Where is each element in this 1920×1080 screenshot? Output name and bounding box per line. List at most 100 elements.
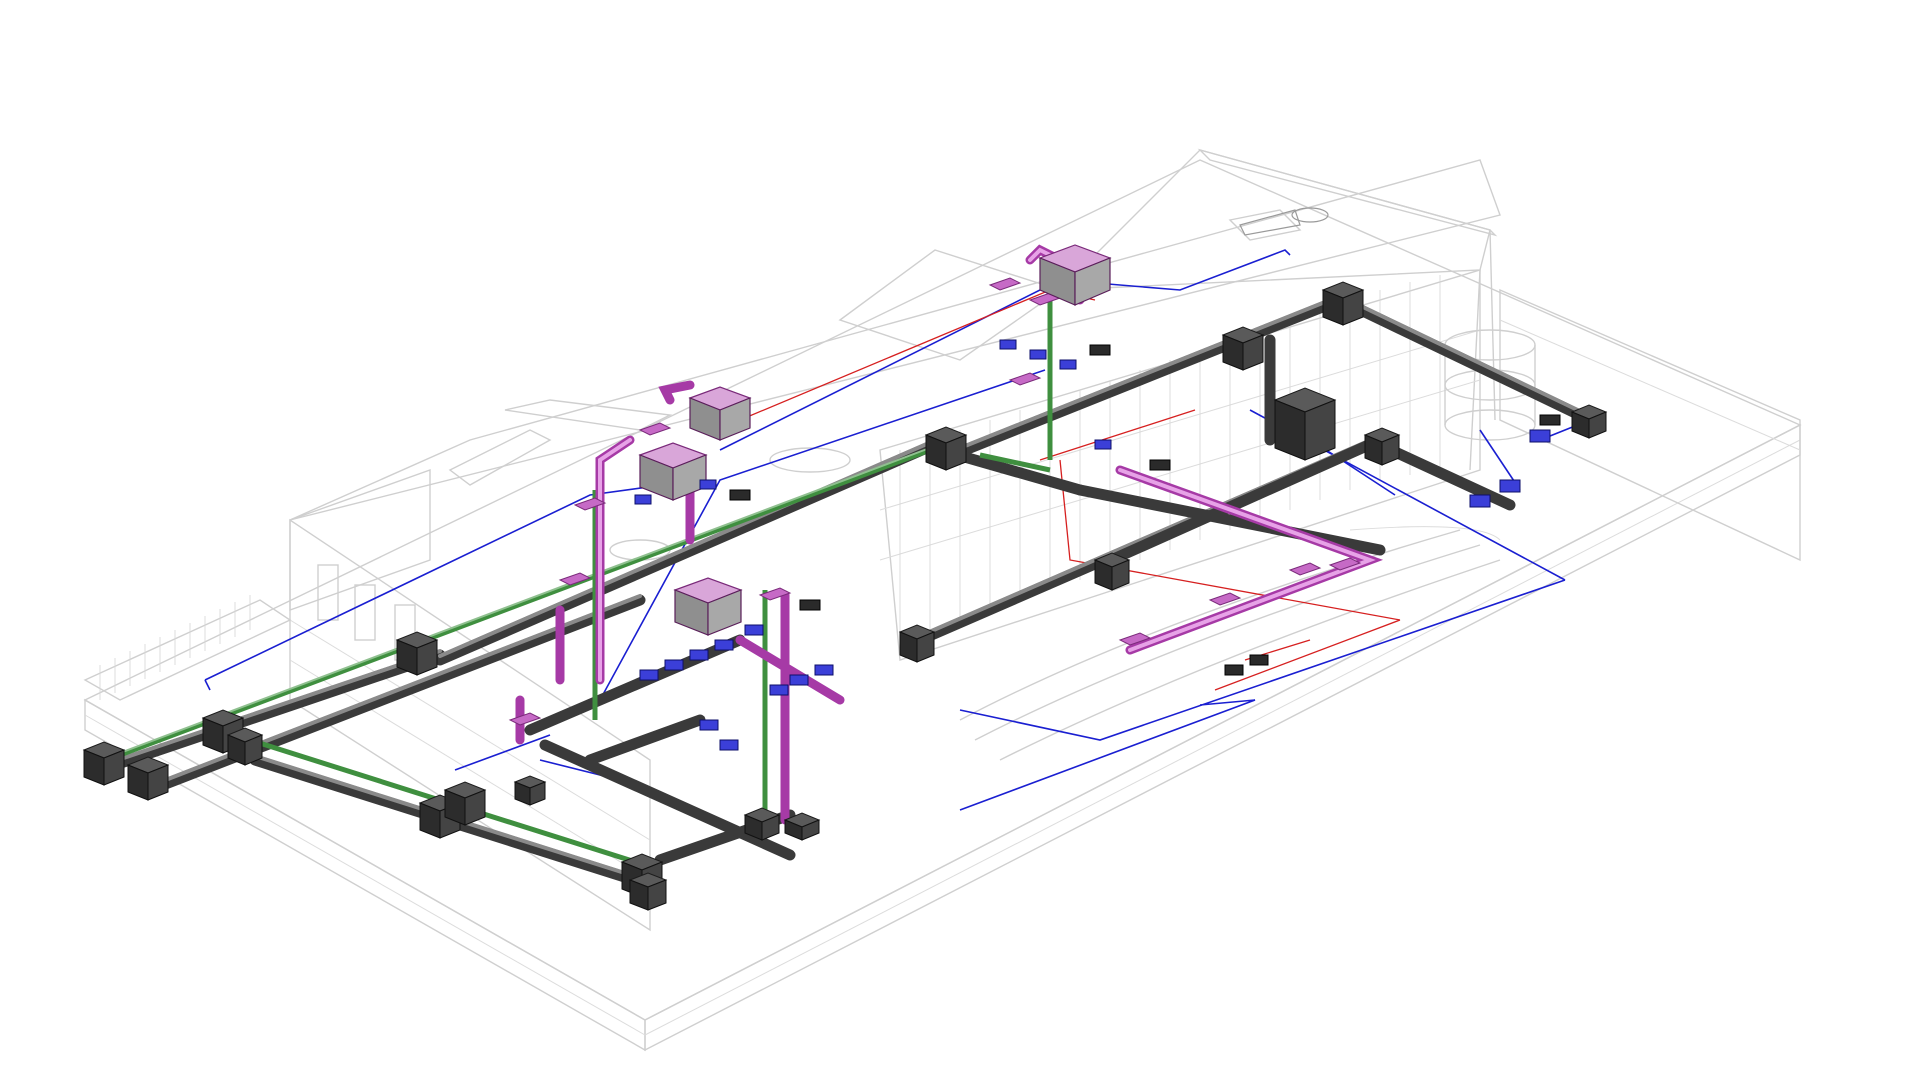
hw-pipe: [1039, 409, 1196, 461]
diffuser-icon: [1208, 592, 1242, 606]
riser-box-icon: [783, 812, 821, 841]
riser-box-icon: [82, 741, 126, 786]
chw-pipe: [959, 579, 1566, 741]
stair-roof: [448, 429, 552, 486]
chw-pipe: [959, 699, 1256, 811]
diffuser-icon: [1008, 372, 1042, 386]
small-roof-block: [504, 399, 673, 431]
air-handling-unit-icon: [688, 386, 752, 441]
west-upper-block: [289, 469, 431, 611]
main-duct: [539, 739, 796, 861]
riser-box-icon: [1221, 326, 1265, 371]
hw-pipe: [1059, 459, 1401, 621]
window: [354, 584, 376, 641]
diffuser-icon: [558, 572, 592, 586]
middle-roof: [838, 249, 1062, 361]
riser-box-icon: [443, 781, 487, 826]
ramp-curve: [959, 529, 1461, 721]
chw-pipe: [454, 734, 551, 771]
supply-duct: [735, 635, 845, 705]
diffuser-icon: [1288, 562, 1322, 576]
riser-box-icon: [898, 624, 936, 663]
air-handling-unit-icon: [673, 577, 743, 636]
riser-box-icon: [513, 775, 547, 806]
riser-box-icon: [226, 727, 264, 766]
main-ductwork: [94, 294, 1596, 891]
fan-coil-units: [634, 339, 1561, 751]
plinth-line: [84, 714, 646, 1036]
air-handling-units: [638, 244, 1112, 636]
diffuser-icon: [1328, 557, 1362, 571]
main-duct: [1094, 434, 1386, 571]
fan-coil-unit-icon: [639, 624, 834, 751]
wall-line: [1499, 319, 1801, 451]
rear-roof-edge: [289, 159, 1501, 521]
main-duct: [584, 714, 706, 766]
ramp-curve: [974, 544, 1481, 741]
chw-pipe: [599, 369, 1046, 701]
diffuser-icon: [988, 277, 1022, 291]
diffuser-icon: [508, 712, 542, 726]
chilled-water-network: [204, 249, 1591, 811]
condenser-pipe-highlight: [119, 445, 936, 754]
riser-box-icon: [395, 631, 439, 676]
roof-equipment-outline: [1228, 209, 1302, 241]
riser-box-icon: [743, 807, 781, 841]
diffuser-icon: [638, 422, 672, 436]
supply-duct-highlight: [1118, 468, 1376, 652]
riser-boxes: [82, 281, 1608, 911]
main-duct-highlight: [98, 649, 442, 768]
riser-box-icon: [1570, 404, 1608, 439]
site-plinth-outline: [83, 159, 1802, 1021]
riser-box-icon: [126, 756, 170, 801]
supply-duct-highlight: [598, 438, 632, 682]
ramp-curve: [999, 559, 1501, 761]
riser-box-icon: [628, 872, 668, 911]
fan-coil-unit-icon: [1224, 654, 1269, 676]
main-duct: [94, 649, 446, 776]
supply-duct: [658, 380, 695, 405]
plinth-line: [644, 439, 1801, 1036]
floor-line: [879, 329, 1481, 511]
main-duct-highlight: [438, 434, 947, 658]
rear-corner-edge: [1489, 229, 1496, 421]
diffuser-icon: [1118, 632, 1152, 646]
main-duct: [1074, 484, 1386, 556]
window: [317, 564, 339, 621]
main-duct-highlight: [1338, 294, 1592, 418]
condenser-water-network: [119, 300, 1053, 868]
condenser-pipe: [979, 452, 1051, 473]
ramp-curve: [1349, 526, 1501, 541]
floor-line: [289, 659, 651, 881]
riser-box-icon: [1093, 552, 1131, 591]
hw-pipe: [1214, 619, 1401, 691]
air-handling-unit-icon: [638, 442, 708, 501]
diffuser-icon: [573, 497, 607, 511]
chw-pipe: [1059, 249, 1291, 291]
fan-coil-unit-icon: [1469, 414, 1561, 508]
fan-coil-unit-icon: [634, 479, 821, 611]
condenser-pipe: [119, 445, 936, 758]
terrace-balustrade: [99, 595, 251, 700]
roof-vent-terminal: [1239, 207, 1329, 236]
riser-box-icon: [924, 426, 968, 471]
main-duct: [1334, 294, 1596, 426]
main-duct: [959, 294, 1346, 456]
building-shell: [83, 148, 1802, 1052]
chw-pipe: [204, 679, 211, 691]
fan-coil-unit-icon: [999, 339, 1171, 471]
riser-box-icon: [1321, 281, 1365, 326]
terrace-deck: [83, 599, 292, 701]
supply-duct: [595, 435, 635, 685]
main-duct-highlight: [963, 294, 1342, 448]
air-handling-unit-icon: [1038, 244, 1112, 306]
round-skylight: [769, 447, 851, 473]
riser-box-icon: [1273, 387, 1337, 461]
riser-box-icon: [1363, 427, 1401, 466]
floor-line: [289, 619, 651, 841]
roof-parapet: [1197, 148, 1498, 237]
diffuser-icon: [758, 587, 792, 601]
east-facade: [879, 269, 1481, 661]
